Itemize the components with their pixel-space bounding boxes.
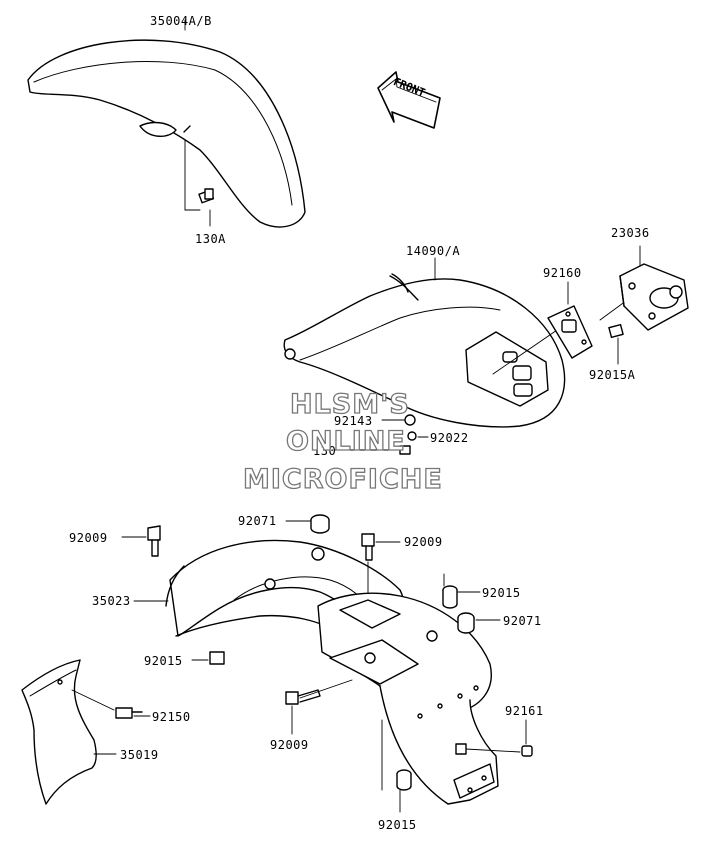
collar-92015-right [442,585,458,609]
bolt-130a [198,188,215,204]
nut-92015a [608,323,624,339]
nut-lower-fender [455,743,467,755]
grommet-92071-top [310,514,330,534]
collar-92143 [404,414,416,426]
part-label[interactable]: 92015 [378,818,417,832]
part-label[interactable]: 92009 [404,535,443,549]
part-label[interactable]: 14090/A [406,244,461,258]
license-lamp-23036 [619,263,689,331]
gasket-92160 [547,305,593,359]
part-label[interactable]: 92009 [69,531,108,545]
nut-92015-left [209,651,225,665]
rear-fender-rear [283,273,566,428]
bolt-92009-left [147,525,161,557]
watermark-line: HLSM'S [289,389,410,420]
grommet-92071-right [457,612,475,634]
front-arrow-icon: FRONT [377,71,441,129]
front-fender [27,39,306,228]
part-label[interactable]: 92009 [270,738,309,752]
part-label[interactable]: 92160 [543,266,582,280]
bolt-92009-lower [285,689,321,705]
watermark-line: ONLINE [285,426,406,457]
watermark-line: MICROFICHE [242,464,443,495]
part-label[interactable]: 35004A/B [150,14,212,28]
part-label[interactable]: 23036 [611,226,650,240]
part-label[interactable]: 92143 [334,414,373,428]
part-label[interactable]: 130 [313,444,337,458]
nut-92161 [521,745,533,757]
part-label[interactable]: 92022 [430,431,469,445]
bolt-92009-center [361,533,375,561]
part-label[interactable]: 92161 [505,704,544,718]
part-label[interactable]: 35023 [92,594,131,608]
part-label[interactable]: 130A [195,232,226,246]
part-label[interactable]: 35019 [120,748,159,762]
mud-flap-35019 [21,659,97,805]
screw-92150 [115,707,143,719]
part-label[interactable]: 92071 [503,614,542,628]
washer-92022 [407,431,417,441]
part-label[interactable]: 92150 [152,710,191,724]
part-label[interactable]: 92015 [482,586,521,600]
part-label[interactable]: 92015A [589,368,636,382]
part-label[interactable]: 92015 [144,654,183,668]
collar-92015-bottom [396,769,412,791]
part-label[interactable]: 92071 [238,514,277,528]
rear-fender-bracket [317,592,499,805]
